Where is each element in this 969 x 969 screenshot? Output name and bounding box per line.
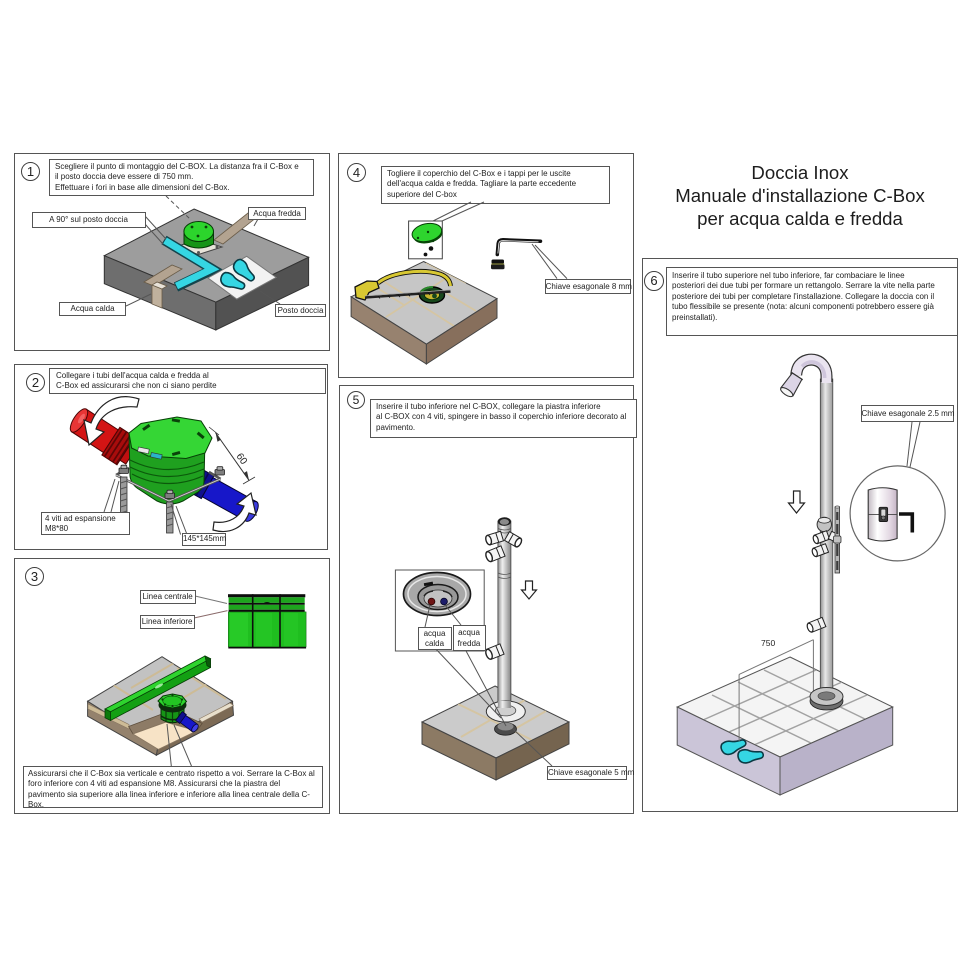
svg-text:750: 750 (761, 638, 775, 648)
svg-text:60: 60 (234, 451, 250, 467)
